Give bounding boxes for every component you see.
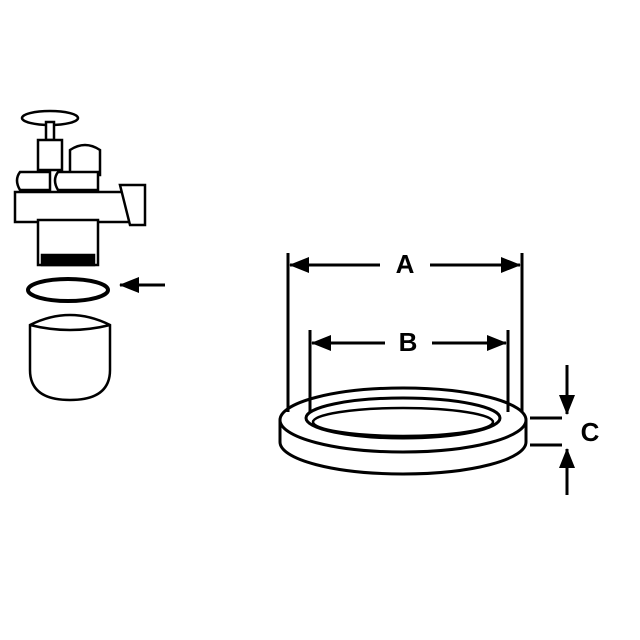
dimension-c [530,365,575,495]
gasket-ring [278,386,528,476]
label-b: B [399,327,418,357]
label-c: C [581,417,600,447]
filter-valve-illustration [13,109,147,267]
dimension-b [308,330,510,412]
label-a: A [396,249,415,279]
dimension-a [286,253,524,412]
o-ring-small [26,277,110,303]
filter-bowl [28,313,112,402]
